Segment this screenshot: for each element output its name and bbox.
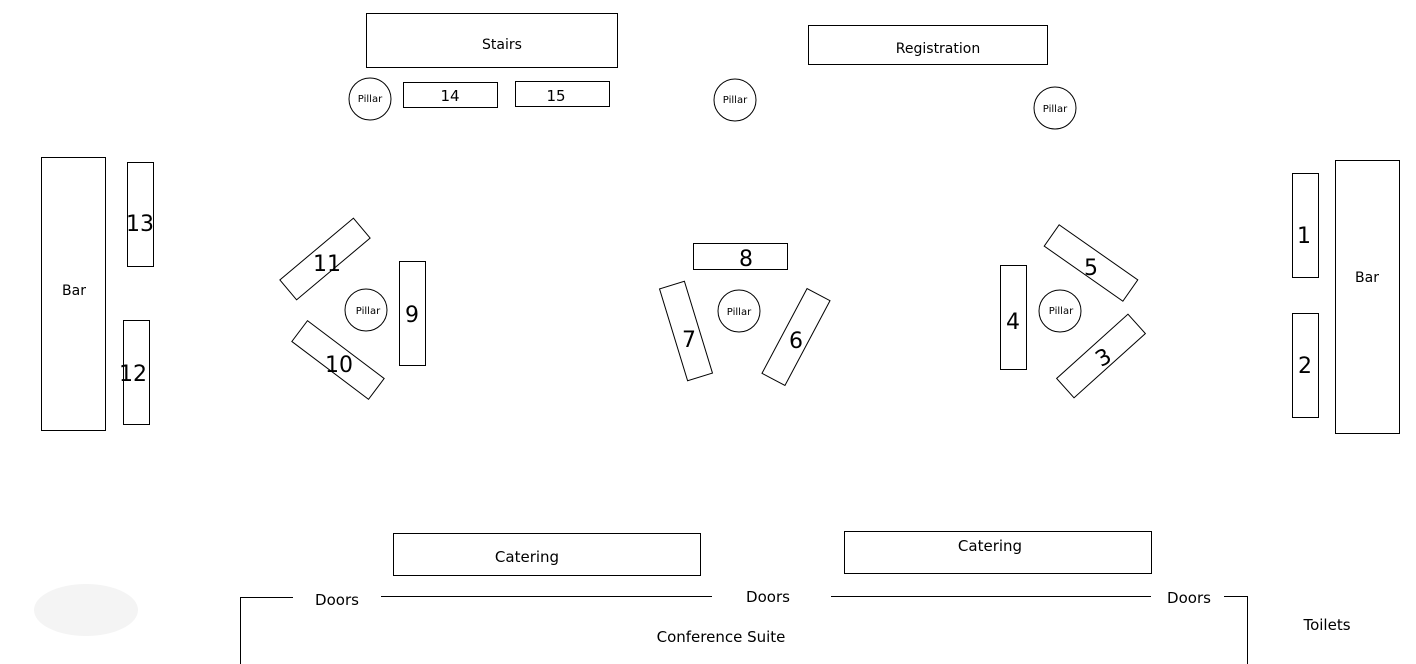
bar-right-label: Bar <box>1355 270 1379 286</box>
table-6: 6 <box>761 287 831 387</box>
catering-right-label: Catering <box>958 537 1022 555</box>
pillar-label: Pillar <box>356 306 381 317</box>
table-3: 3 <box>1055 313 1147 399</box>
pillar-right-cluster: Pillar <box>1038 289 1082 333</box>
doors-right-label: Doors <box>1167 589 1211 607</box>
registration-desk: Registration <box>808 25 1048 65</box>
table-2: 2 <box>1292 313 1319 418</box>
table-1: 1 <box>1292 173 1319 278</box>
catering-left: Catering <box>393 533 701 576</box>
pillar-registration: Pillar <box>1033 86 1077 130</box>
conference-suite-wall <box>240 596 1248 664</box>
background-smudge <box>34 584 138 636</box>
table-10: 10 <box>291 320 385 400</box>
pillar-stairs: Pillar <box>348 77 392 121</box>
table-5-label: 5 <box>1084 256 1098 281</box>
table-6-label: 6 <box>789 329 803 354</box>
table-8-label: 8 <box>739 247 753 272</box>
pillar-label: Pillar <box>1043 104 1068 115</box>
table-8: 8 <box>693 243 788 272</box>
table-7-label: 7 <box>682 328 696 353</box>
table-11-label: 11 <box>313 252 341 277</box>
stairs-label: Stairs <box>482 37 522 53</box>
table-11: 11 <box>279 217 371 301</box>
table-1-label: 1 <box>1297 224 1311 249</box>
table-9-label: 9 <box>405 303 419 328</box>
table-13-label: 13 <box>126 212 154 237</box>
table-14: 14 <box>403 82 498 108</box>
table-15: 15 <box>515 81 610 107</box>
bar-left-label: Bar <box>62 283 86 299</box>
table-10-label: 10 <box>325 353 353 378</box>
pillar-top-center: Pillar <box>713 78 757 122</box>
stairs-block: Stairs <box>366 13 618 68</box>
conference-suite-label: Conference Suite <box>657 628 786 646</box>
catering-right: Catering <box>844 531 1152 574</box>
pillar-left-cluster: Pillar <box>344 288 388 332</box>
table-15-label: 15 <box>546 87 565 105</box>
table-7: 7 <box>658 280 714 382</box>
pillar-label: Pillar <box>1049 306 1074 317</box>
table-13: 13 <box>126 162 154 267</box>
bar-right: Bar <box>1335 160 1400 434</box>
table-4: 4 <box>1000 265 1027 370</box>
pillar-label: Pillar <box>727 307 752 318</box>
table-9: 9 <box>399 261 426 366</box>
table-5: 5 <box>1043 224 1139 302</box>
table-14-label: 14 <box>440 87 459 105</box>
pillar-label: Pillar <box>723 95 748 106</box>
catering-left-label: Catering <box>495 548 559 566</box>
table-2-label: 2 <box>1298 354 1312 379</box>
registration-label: Registration <box>896 41 980 57</box>
table-4-label: 4 <box>1006 310 1020 335</box>
doors-left-label: Doors <box>315 591 359 609</box>
pillar-center-cluster: Pillar <box>717 289 761 333</box>
doors-center-label: Doors <box>746 588 790 606</box>
bar-left: Bar <box>41 157 106 431</box>
pillar-label: Pillar <box>358 94 383 105</box>
toilets-label: Toilets <box>1302 616 1350 634</box>
table-12-label: 12 <box>119 362 147 387</box>
table-12: 12 <box>119 320 150 425</box>
